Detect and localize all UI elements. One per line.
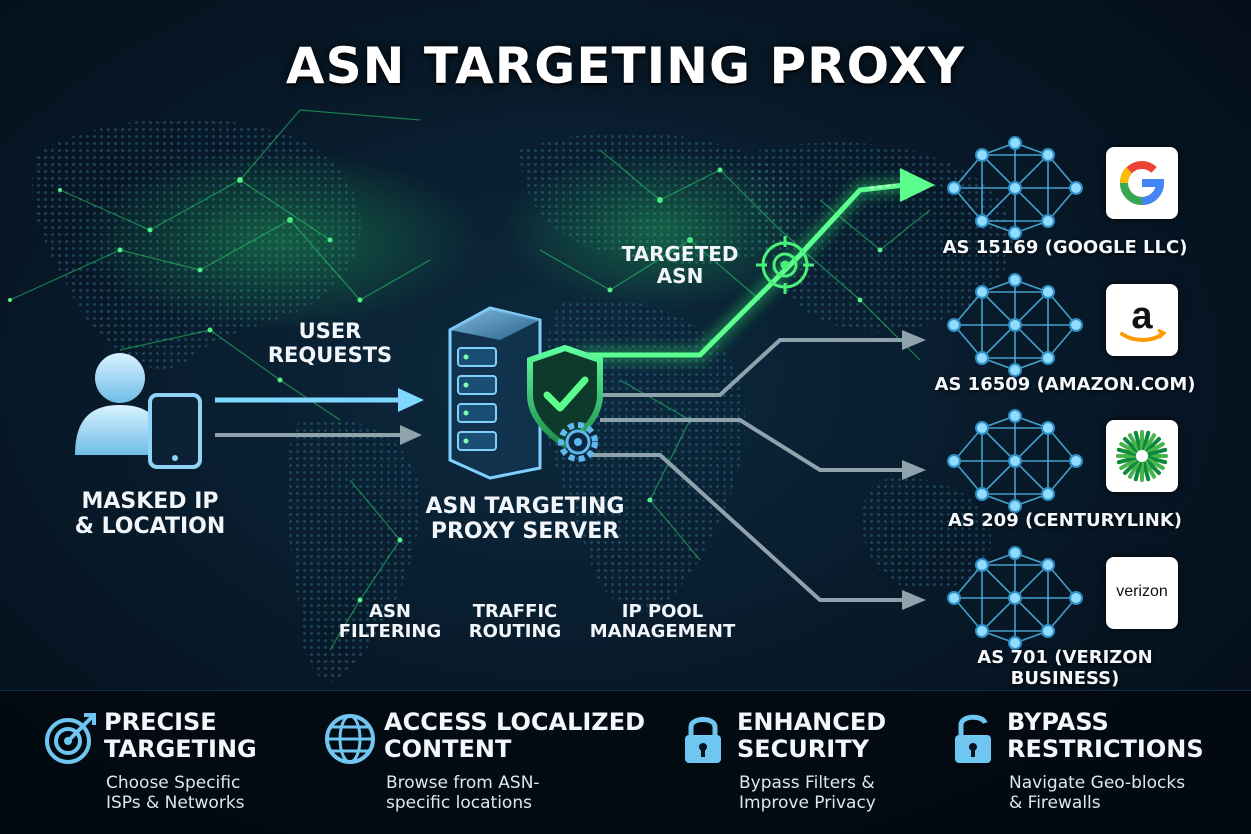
gear-icon bbox=[558, 422, 598, 462]
amazon-logo: a bbox=[1106, 284, 1178, 356]
page-title: ASN TARGETING PROXY bbox=[285, 37, 966, 95]
unlock-icon bbox=[955, 714, 991, 763]
target-icon bbox=[45, 713, 96, 764]
lock-icon bbox=[685, 717, 721, 763]
verizon-logo-text: verizon bbox=[1116, 583, 1168, 600]
network-mesh-icon bbox=[947, 273, 1083, 377]
feature-desc: Choose Specific bbox=[106, 773, 241, 793]
targeted-route-arrow bbox=[580, 168, 935, 362]
globe-icon bbox=[325, 714, 375, 764]
feature-title: ACCESS LOCALIZED bbox=[384, 708, 646, 736]
feature-desc: & Firewalls bbox=[1009, 793, 1101, 814]
user-request-arrow bbox=[215, 388, 424, 445]
network-mesh-icon bbox=[947, 409, 1083, 513]
svg-text:a: a bbox=[1131, 295, 1153, 337]
feature-desc: specific locations bbox=[386, 793, 532, 814]
feature-desc: ISPs & Networks bbox=[106, 793, 245, 814]
feature-title: SECURITY bbox=[737, 734, 869, 763]
asn-label: AS 209 (CENTURYLINK) bbox=[947, 510, 1182, 531]
user-device-icon bbox=[75, 353, 202, 469]
google-logo bbox=[1106, 147, 1178, 219]
asn-label: AS 16509 (AMAZON.COM) bbox=[934, 374, 1196, 395]
target-reticle-icon bbox=[756, 236, 814, 294]
feature-title: PRECISE bbox=[104, 708, 217, 736]
masked-ip-label: MASKED IP& LOCATION bbox=[74, 489, 226, 539]
network-mesh-icon bbox=[947, 136, 1083, 240]
feature-desc: Improve Privacy bbox=[739, 793, 876, 814]
feature-desc: Bypass Filters & bbox=[739, 773, 875, 793]
feature-title: RESTRICTIONS bbox=[1007, 734, 1204, 763]
feature-title: CONTENT bbox=[384, 734, 512, 763]
asn-label: AS 701 (VERIZON BUSINESS) bbox=[977, 647, 1153, 689]
feature-desc: Browse from ASN- bbox=[386, 773, 540, 793]
verizon-logo: verizon bbox=[1106, 557, 1178, 629]
feature-title: TARGETING bbox=[104, 734, 257, 763]
network-mesh-icon bbox=[947, 546, 1083, 650]
proxy-server-icon bbox=[448, 306, 603, 480]
feature-title: BYPASS bbox=[1007, 708, 1109, 736]
centurylink-logo bbox=[1106, 420, 1178, 492]
routing-arrows bbox=[590, 338, 905, 602]
asn-label: AS 15169 (GOOGLE LLC) bbox=[942, 237, 1188, 258]
feature-title: ENHANCED bbox=[737, 708, 887, 736]
feature-desc: Navigate Geo-blocks bbox=[1009, 773, 1186, 793]
